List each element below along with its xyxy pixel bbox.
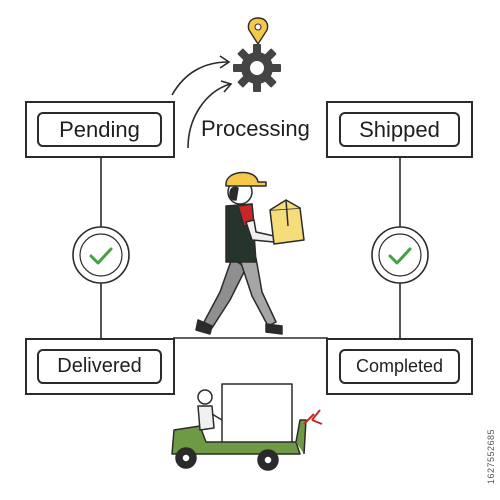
check-icon [72, 226, 130, 284]
location-pin-icon [247, 17, 269, 46]
processing-stage-label: Processing [201, 116, 310, 142]
gear-icon [233, 44, 281, 92]
stock-image-id-text: 1627552685 [486, 428, 496, 484]
stock-image-id: 1627552685 [486, 429, 496, 484]
delivery-worker-illustration [195, 171, 305, 335]
delivered-stage-label: Delivered [37, 349, 162, 384]
check-icon [371, 226, 429, 284]
delivery-cart-illustration [171, 383, 323, 471]
completed-text: Completed [355, 356, 444, 376]
completed-stage-label: Completed [339, 349, 460, 384]
shipped-text: Shipped [359, 116, 440, 142]
processing-text: Processing [201, 116, 310, 141]
connector-lines [100, 158, 401, 339]
delivered-text: Delivered [57, 355, 142, 377]
shipped-stage-label: Shipped [339, 112, 460, 147]
process-arrows [171, 55, 233, 149]
pending-text: Pending [59, 116, 140, 142]
arrow-pending-to-gear [171, 61, 229, 96]
pending-stage-label: Pending [37, 112, 162, 147]
arrow-head-2 [220, 80, 233, 93]
arrow-processing-to-gear [187, 83, 231, 149]
arrow-head-1 [219, 55, 231, 69]
